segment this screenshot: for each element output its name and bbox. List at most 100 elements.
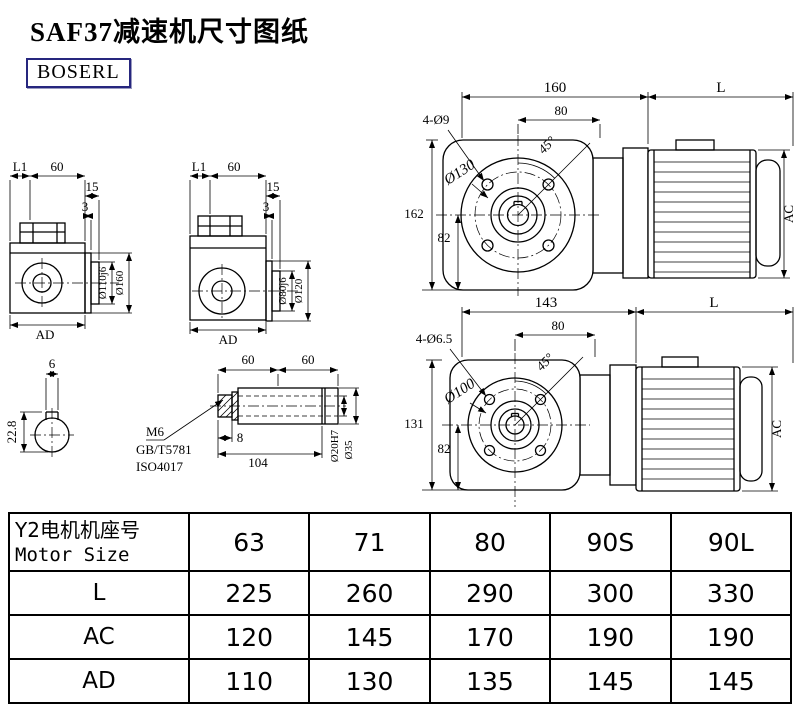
value-AD-71: 130: [308, 658, 431, 704]
motor-size-label-en: Motor Size: [15, 544, 130, 566]
dim-3: 3: [82, 199, 89, 214]
standard-iso-label: ISO4017: [136, 459, 183, 474]
motor-fins: [642, 378, 734, 480]
dimension-lines: [20, 371, 59, 453]
centerlines: [15, 258, 119, 310]
side-view-flange-160: L1 60 15 3 Ø110j6 Ø160 AD: [9, 159, 132, 342]
angle-reference: [514, 356, 584, 426]
dim-82: 82: [438, 230, 451, 245]
brand-logo-text: BOSERL: [37, 61, 120, 83]
centerlines: [30, 408, 74, 457]
dim-spigot-dia: Ø80j6: [277, 277, 289, 305]
dim-60: 60: [228, 159, 241, 174]
page-title: SAF37减速机尺寸图纸: [30, 17, 310, 47]
dim-AC: AC: [781, 205, 796, 223]
frame-size-80: 80: [428, 512, 552, 572]
dim-143: 143: [535, 295, 558, 311]
dim-L: L: [709, 295, 718, 311]
row-header-cell: Y2电机机座号 Motor Size: [8, 512, 190, 572]
dim-160: 160: [544, 80, 567, 96]
housing-outline: [579, 364, 637, 486]
row-label-AD: AD: [8, 658, 190, 704]
dim-AC: AC: [769, 420, 784, 438]
value-AD-90l: 145: [669, 658, 793, 704]
centerlines: [436, 135, 602, 296]
row-label-L: L: [8, 570, 190, 616]
dim-8: 8: [237, 430, 244, 445]
value-AC-90l: 190: [669, 614, 793, 660]
table-row-AC: AC 120 145 170 190 190: [8, 614, 793, 660]
dim-104: 104: [248, 455, 268, 470]
gearbox-outline: [9, 222, 100, 314]
dim-82: 82: [438, 441, 451, 456]
brand-logo: BOSERL: [26, 58, 131, 88]
value-L-90s: 300: [549, 570, 672, 616]
dimension-lines: [422, 307, 794, 492]
dim-131: 131: [404, 416, 424, 431]
motor-dimension-table: Y2电机机座号 Motor Size 63 71 80 90S 90L L 22…: [8, 512, 793, 704]
centerlines: [442, 353, 590, 507]
dim-l1: L1: [192, 159, 206, 174]
value-L-63: 225: [187, 570, 311, 616]
standard-gb-label: GB/T5781: [136, 442, 192, 457]
dim-flange-dia: Ø160: [114, 270, 126, 295]
housing-outline: [592, 147, 649, 279]
value-L-90l: 330: [669, 570, 793, 616]
dim-60b: 60: [302, 352, 315, 367]
keyway-section-view: 6 22.8: [4, 356, 74, 457]
dim-ad: AD: [219, 332, 238, 347]
value-AD-80: 135: [428, 658, 552, 704]
dim-spigot-dia: Ø110j6: [97, 266, 109, 299]
dim-80: 80: [555, 103, 568, 118]
dim-key-height: 22.8: [4, 421, 19, 444]
frame-size-63: 63: [187, 512, 311, 572]
frame-size-71: 71: [308, 512, 431, 572]
frame-size-90s: 90S: [549, 512, 672, 572]
value-AC-71: 145: [308, 614, 431, 660]
hollow-shaft-detail: 60 60 M6 GB/T5781 ISO4017 8 104 Ø20H7 Ø3…: [136, 352, 359, 474]
front-view-motor-bottom: 143 L 80 4-Ø6.5 45° Ø100 131 82 AC: [404, 295, 794, 507]
table-row-L: L 225 260 290 300 330: [8, 570, 793, 616]
value-AD-90s: 145: [549, 658, 672, 704]
dim-80: 80: [552, 318, 565, 333]
value-L-80: 290: [428, 570, 552, 616]
dim-3: 3: [263, 199, 270, 214]
side-view-flange-120: L1 60 15 3 Ø80j6 Ø120 AD: [189, 159, 311, 347]
dim-ad: AD: [36, 327, 55, 342]
value-AC-63: 120: [187, 614, 311, 660]
dim-l1: L1: [13, 159, 27, 174]
centerlines: [192, 264, 300, 318]
value-L-71: 260: [308, 570, 431, 616]
dim-bore-dia: Ø20H7: [329, 429, 341, 462]
motor-outline: [635, 356, 763, 492]
motor-fins: [654, 161, 750, 273]
bore-lines: [238, 395, 338, 417]
gearbox-outline: [189, 215, 281, 322]
angle-reference: [517, 142, 591, 216]
motor-size-label-cn: Y2电机机座号: [15, 518, 140, 542]
value-AC-90s: 190: [549, 614, 672, 660]
dim-15: 15: [86, 179, 99, 194]
table-header-row: Y2电机机座号 Motor Size 63 71 80 90S 90L: [8, 512, 793, 572]
table-row-AD: AD 110 130 135 145 145: [8, 658, 793, 704]
hatching: [217, 391, 239, 421]
dimension-lines: [9, 173, 132, 329]
dim-key-width: 6: [49, 356, 56, 371]
dim-15: 15: [267, 179, 280, 194]
dim-60a: 60: [242, 352, 255, 367]
dim-od-dia: Ø35: [343, 440, 355, 459]
dimension-lines: [146, 367, 359, 458]
dim-60: 60: [51, 159, 64, 174]
value-AD-63: 110: [187, 658, 311, 704]
dim-bolt-holes: 4-Ø9: [423, 112, 450, 127]
dim-flange-dia: Ø120: [293, 278, 305, 303]
dim-162: 162: [404, 206, 424, 221]
dim-L: L: [716, 80, 725, 96]
value-AC-80: 170: [428, 614, 552, 660]
front-view-motor-top: 160 L 80 4-Ø9 45° Ø130 162 82 AC: [404, 80, 796, 296]
motor-outline: [647, 139, 781, 279]
thread-label: M6: [146, 424, 165, 439]
dimension-lines: [189, 173, 311, 334]
row-label-AC: AC: [8, 614, 190, 660]
